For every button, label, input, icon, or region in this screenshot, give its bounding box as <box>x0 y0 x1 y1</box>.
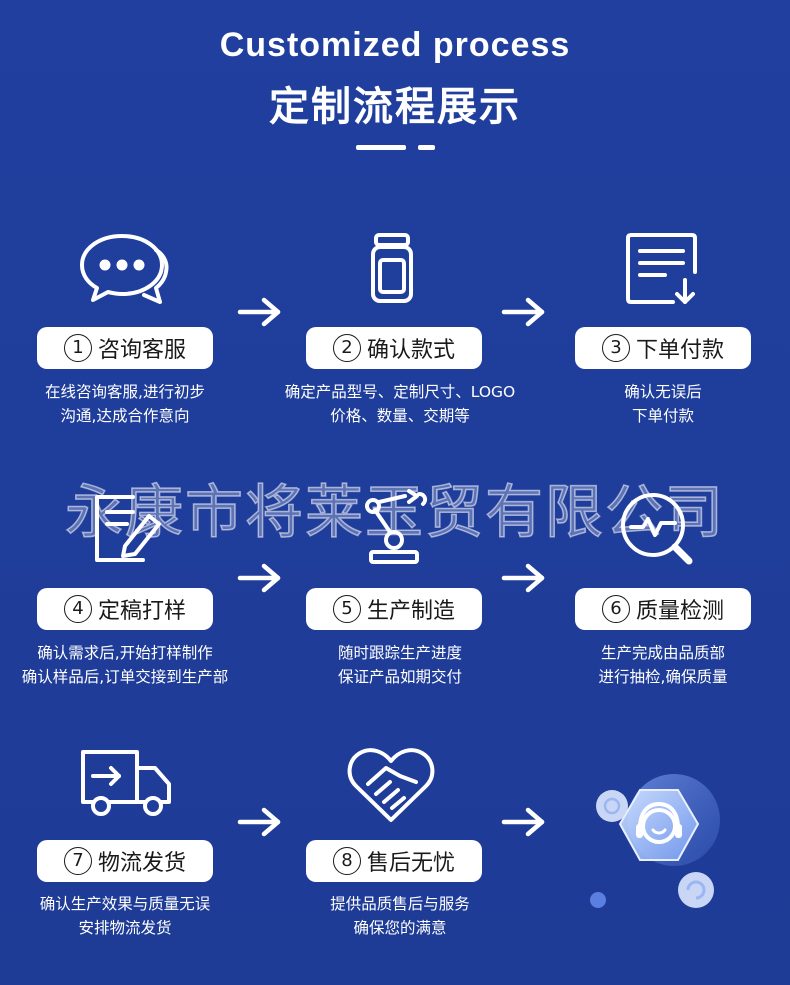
arrow-right-icon <box>500 296 548 332</box>
title-chinese: 定制流程展示 <box>0 74 790 132</box>
step-number: 2 <box>333 334 361 362</box>
step-label: 确认款式 <box>367 332 455 364</box>
arrow-right-icon <box>500 806 548 842</box>
chat-bubbles-icon <box>78 232 170 308</box>
bottle-icon <box>369 232 415 304</box>
step-number: 1 <box>64 334 92 362</box>
quality-inspect-icon <box>619 491 695 567</box>
step-description-4: 确认需求后,开始打样制作确认样品后,订单交接到生产部 <box>0 641 250 689</box>
arrow-right-icon <box>236 806 284 842</box>
step-description-7: 确认生产效果与质量无误安排物流发货 <box>0 892 255 940</box>
handshake-heart-icon <box>346 746 436 824</box>
title-underline-long <box>356 145 406 150</box>
step-label: 生产制造 <box>367 593 455 625</box>
step-label: 定稿打样 <box>98 593 186 625</box>
step-label: 咨询客服 <box>98 332 186 364</box>
step-description-8: 提供品质售后与服务确保您的满意 <box>265 892 535 940</box>
arrow-right-icon <box>236 296 284 332</box>
draft-edit-icon <box>93 494 163 564</box>
step-label: 售后无忧 <box>367 845 455 877</box>
step-label: 质量检测 <box>636 593 724 625</box>
step-number: 3 <box>602 334 630 362</box>
step-number: 4 <box>64 595 92 623</box>
customer-service-icon <box>582 768 732 918</box>
arrow-right-icon <box>500 562 548 598</box>
title-underline-short <box>418 145 435 150</box>
order-document-icon <box>625 232 701 306</box>
step-description-3: 确认无误后下单付款 <box>533 380 790 428</box>
step-number: 7 <box>64 847 92 875</box>
step-label: 下单付款 <box>636 332 724 364</box>
delivery-truck-icon <box>79 748 173 820</box>
title-english: Customized process <box>0 26 790 65</box>
step-number: 5 <box>333 595 361 623</box>
step-label: 物流发货 <box>98 845 186 877</box>
step-description-6: 生产完成由品质部进行抽检,确保质量 <box>533 641 790 689</box>
step-description-5: 随时跟踪生产进度保证产品如期交付 <box>265 641 535 689</box>
step-description-1: 在线咨询客服,进行初步沟通,达成合作意向 <box>0 380 255 428</box>
step-number: 8 <box>333 847 361 875</box>
step-number: 6 <box>602 595 630 623</box>
robot-arm-icon <box>361 488 439 566</box>
arrow-right-icon <box>236 562 284 598</box>
